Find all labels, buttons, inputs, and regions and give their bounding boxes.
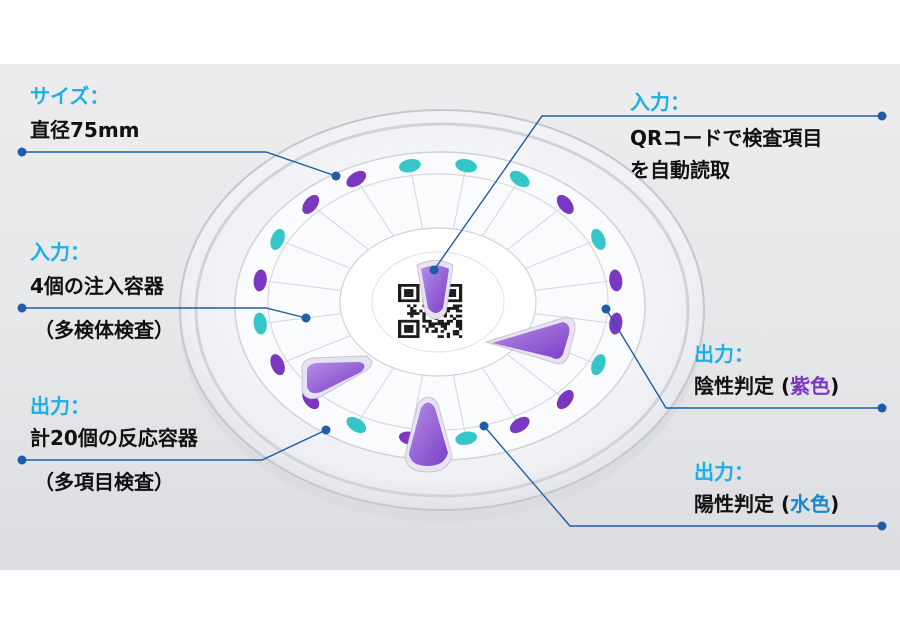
output-negative-heading: 出力： — [694, 342, 754, 366]
output-positive-text: 陽性判定 (水色) — [694, 492, 839, 516]
microchannel — [355, 367, 394, 426]
input-injection-heading: 入力： — [30, 240, 90, 264]
output-positive-color: 水色 — [790, 492, 831, 516]
output-reaction-note: （多項目検査） — [34, 470, 174, 494]
input-qr-text: QRコードで検査項目 — [630, 126, 823, 150]
leader-line-output-positive — [483, 425, 882, 527]
reaction-container — [609, 269, 623, 292]
microchannel — [277, 238, 351, 269]
reaction-container — [253, 312, 267, 335]
reaction-container — [556, 194, 574, 215]
microchannel — [506, 353, 566, 400]
microchannel — [260, 279, 342, 291]
reaction-container — [270, 354, 285, 376]
output-reaction-heading: 出力： — [30, 394, 90, 418]
input-qr-text-2: を自動読取 — [630, 158, 730, 182]
output-reaction-text: 計20個の反応容器 — [30, 426, 198, 450]
microchannel — [525, 238, 599, 269]
size-text: 直径75mm — [30, 118, 140, 142]
reaction-container — [302, 194, 320, 215]
reaction-container — [556, 389, 574, 410]
leader-dots — [17, 111, 887, 531]
reaction-container — [455, 431, 478, 446]
input-qr-heading: 入力： — [630, 90, 690, 114]
output-negative-text: 陰性判定 (紫色) — [694, 374, 839, 398]
channel-group — [260, 165, 616, 439]
microchannel — [260, 313, 342, 325]
output-positive-suffix: ) — [830, 492, 840, 516]
size-heading: サイズ： — [30, 84, 110, 108]
microchannel — [355, 178, 394, 237]
reaction-container — [346, 170, 367, 188]
injection-container-top — [416, 260, 454, 320]
output-positive-heading: 出力： — [694, 460, 754, 484]
reaction-container — [253, 269, 267, 292]
output-negative-color: 紫色 — [790, 374, 831, 398]
leader-line-size — [22, 151, 337, 177]
output-negative-suffix: ) — [830, 374, 840, 398]
leader-line-input-qr — [433, 115, 882, 271]
reaction-container — [509, 416, 530, 434]
microchannel — [506, 204, 566, 251]
reaction-container — [591, 354, 606, 376]
leader-line-output-negative — [605, 308, 882, 409]
reaction-container — [509, 170, 530, 188]
reaction-container — [270, 228, 285, 250]
output-negative-prefix: 陰性判定 ( — [694, 374, 791, 398]
microchannel — [534, 313, 616, 325]
reaction-container — [398, 158, 421, 173]
input-injection-note: （多検体検査） — [34, 318, 174, 342]
injection-container-right — [484, 316, 576, 365]
injection-container-left — [301, 355, 373, 399]
microfluidic-disc-illustration — [17, 109, 887, 531]
leader-lines — [22, 115, 882, 527]
injection-container-bottom — [404, 396, 453, 473]
microchannel — [452, 374, 467, 439]
reaction-container-group — [253, 158, 623, 446]
microchannel — [310, 204, 370, 251]
microchannel — [452, 165, 467, 230]
microchannel — [534, 279, 616, 291]
reaction-container — [609, 312, 623, 335]
reaction-container — [346, 416, 367, 434]
microchannel — [409, 165, 424, 230]
reaction-container — [591, 228, 606, 250]
input-injection-text: 4個の注入容器 — [30, 274, 164, 298]
leader-line-output-reaction — [22, 429, 327, 461]
leader-line-input-injection — [22, 307, 307, 319]
microchannel — [482, 178, 521, 237]
figure-canvas: サイズ： 直径75mm 入力： 4個の注入容器 （多検体検査） 出力： 計20個… — [0, 64, 900, 570]
microchannel — [277, 335, 351, 366]
microchannel — [482, 367, 521, 426]
output-positive-prefix: 陽性判定 ( — [694, 492, 791, 516]
reaction-container — [455, 158, 478, 173]
